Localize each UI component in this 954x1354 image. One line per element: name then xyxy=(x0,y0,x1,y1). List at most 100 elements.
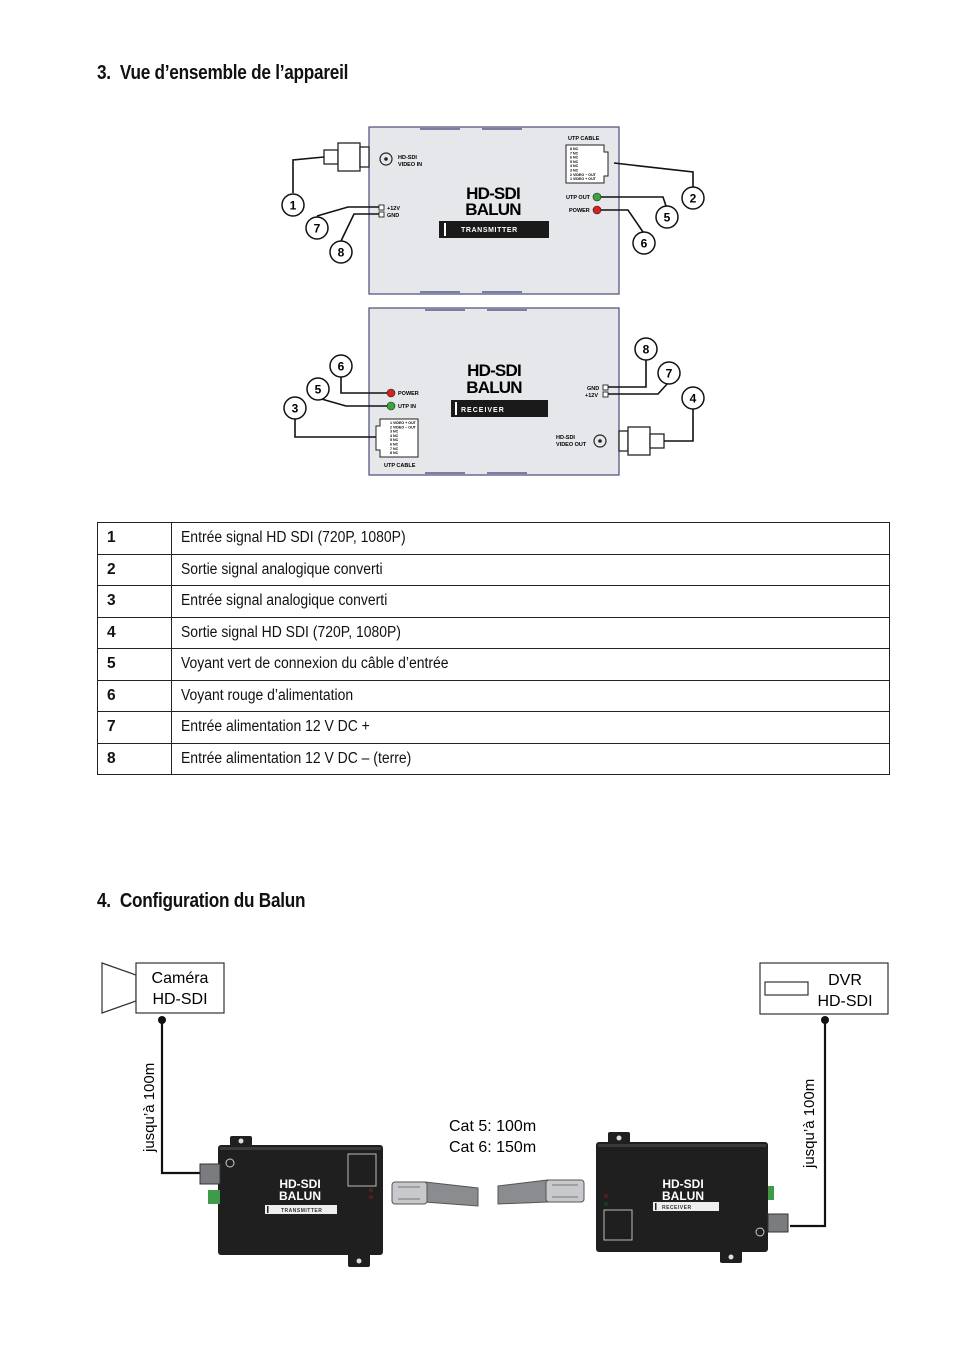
table-row: 1 Entrée signal HD SDI (720P, 1080P) xyxy=(97,522,890,555)
tx-video-in-label-1: HD-SDI xyxy=(398,155,417,161)
section-4-title: Configuration du Balun xyxy=(119,890,306,912)
tx-pin-7: 2 VIDEO − OUT xyxy=(570,173,597,177)
legend-description: Entrée signal HD SDI (720P, 1080P) xyxy=(171,522,890,555)
legend-description-text: Entrée alimentation 12 V DC – (terre) xyxy=(181,749,412,767)
callout-6-rx-label: 6 xyxy=(338,360,345,374)
callout-7-tx-label: 7 xyxy=(314,222,321,236)
tx-photo-band-label: TRANSMITTER xyxy=(281,1208,322,1214)
utp-cable-right xyxy=(497,1179,585,1205)
rx-video-out-label-2: VIDEO OUT xyxy=(556,442,587,448)
legend-description-text: Sortie signal analogique converti xyxy=(181,560,383,578)
table-row: 5 Voyant vert de connexion du câble d’en… xyxy=(97,648,890,681)
callout-5-tx: 5 xyxy=(655,205,679,229)
callout-8-tx: 8 xyxy=(329,240,353,264)
legend-description: Entrée alimentation 12 V DC + xyxy=(171,711,890,744)
receiver-device-photo xyxy=(596,1132,789,1263)
dvr-coax-cable xyxy=(790,1020,827,1228)
right-distance-label: jusqu’à 100m xyxy=(801,1079,818,1169)
legend-description: Entrée alimentation 12 V DC – (terre) xyxy=(171,742,890,775)
section-3-heading: 3. Vue d’ensemble de l’appareil xyxy=(97,62,348,85)
tx-photo-brand-line2: BALUN xyxy=(279,1189,321,1203)
callout-5-rx: 5 xyxy=(306,377,330,401)
callout-2: 2 xyxy=(681,186,705,210)
left-distance-label: jusqu’à 100m xyxy=(141,1063,158,1153)
rx-power-label: POWER xyxy=(398,391,419,397)
section-4-number: 4. xyxy=(97,890,111,912)
cat6-label: Cat 6: 150m xyxy=(449,1139,536,1156)
callout-1-label: 1 xyxy=(290,199,297,213)
video-in-port-icon xyxy=(379,152,393,166)
utp-cable-left xyxy=(391,1181,479,1207)
callout-8-tx-label: 8 xyxy=(338,246,345,260)
legend-description-text: Sortie signal HD SDI (720P, 1080P) xyxy=(181,623,401,641)
rx-pin-7: 7 NC xyxy=(390,447,399,451)
rx-plus12v-label: +12V xyxy=(585,393,598,399)
callout-3: 3 xyxy=(283,396,307,420)
tx-pin-8: 1 VIDEO + OUT xyxy=(570,177,597,181)
callout-5-tx-label: 5 xyxy=(664,211,671,225)
rx-brand-line1: HD-SDI xyxy=(467,361,521,380)
tx-utp-title: UTP CABLE xyxy=(568,136,600,142)
legend-description: Sortie signal analogique converti xyxy=(171,553,890,586)
dvr-label-line1: DVR xyxy=(828,972,862,989)
callout-5-rx-label: 5 xyxy=(315,383,322,397)
tx-pin-2: 7 NC xyxy=(570,151,579,155)
tx-pin-1: 8 NC xyxy=(570,147,579,151)
table-row: 4 Sortie signal HD SDI (720P, 1080P) xyxy=(97,616,890,649)
tx-power-label: POWER xyxy=(569,208,590,214)
tx-video-in-label-2: VIDEO IN xyxy=(398,162,422,168)
legend-description-text: Voyant vert de connexion du câble d’entr… xyxy=(181,655,449,673)
callout-4-label: 4 xyxy=(690,392,697,406)
tx-pin-5: 4 NC xyxy=(570,164,579,168)
section-4-heading: 4. Configuration du Balun xyxy=(97,890,306,913)
tx-pin-labels: 8 NC 7 NC 6 NC 5 NC 4 NC 3 NC 2 VIDEO − … xyxy=(570,147,597,181)
legend-description-text: Entrée alimentation 12 V DC + xyxy=(181,718,370,736)
legend-number: 4 xyxy=(97,616,172,649)
tx-rj45-port xyxy=(565,144,609,184)
receiver-unit: HD-SDI BALUN RECEIVER POWER UTP IN 1 VID… xyxy=(368,307,665,476)
tx-pin-4: 5 NC xyxy=(570,160,579,164)
tx-brand-line1: HD-SDI xyxy=(466,184,520,203)
table-row: 8 Entrée alimentation 12 V DC – (terre) xyxy=(97,742,890,775)
callout-6-tx-label: 6 xyxy=(641,237,648,251)
camera-label-line2: HD-SDI xyxy=(152,991,207,1008)
rx-photo-brand-line1: HD-SDI xyxy=(662,1177,703,1191)
rx-pin-2: 2 VIDEO − OUT xyxy=(390,425,417,429)
device-overview-diagram: HD-SDI VIDEO IN +12V GND HD-SDI BALUN TR… xyxy=(281,126,705,476)
legend-description: Voyant vert de connexion du câble d’entr… xyxy=(171,648,890,681)
rx-band-label: RECEIVER xyxy=(461,407,505,414)
rx-photo-band-label: RECEIVER xyxy=(662,1205,692,1211)
table-row: 3 Entrée signal analogique converti xyxy=(97,585,890,618)
rx-brand-line2: BALUN xyxy=(466,378,522,397)
callout-3-label: 3 xyxy=(292,402,299,416)
camera-coax-cable xyxy=(160,1017,200,1175)
bnc-output-connector xyxy=(618,426,665,456)
callout-7-tx: 7 xyxy=(305,216,329,240)
rx-video-out-label-1: HD-SDI xyxy=(556,435,575,441)
rx-pin-6: 6 NC xyxy=(390,443,399,447)
callout-4: 4 xyxy=(681,386,705,410)
rx-utp-in-label: UTP IN xyxy=(398,404,416,410)
rx-pin-labels: 1 VIDEO + OUT 2 VIDEO − OUT 3 NC 4 NC 5 … xyxy=(390,421,417,455)
tx-gnd-label: GND xyxy=(387,213,399,219)
section-3-number: 3. xyxy=(97,62,111,84)
rx-pin-4: 4 NC xyxy=(390,434,399,438)
callout-8-rx-label: 8 xyxy=(643,343,650,357)
rx-rj45-port xyxy=(375,418,419,458)
table-row: 7 Entrée alimentation 12 V DC + xyxy=(97,711,890,744)
transmitter-unit: HD-SDI VIDEO IN +12V GND HD-SDI BALUN TR… xyxy=(323,126,620,295)
callout-1: 1 xyxy=(281,193,305,217)
callout-2-label: 2 xyxy=(690,192,697,206)
tx-band-label: TRANSMITTER xyxy=(461,227,518,234)
tx-plus12v-label: +12V xyxy=(387,206,400,212)
legend-description-text: Entrée signal HD SDI (720P, 1080P) xyxy=(181,529,406,547)
callout-6-rx: 6 xyxy=(329,354,353,378)
rx-pin-5: 5 NC xyxy=(390,438,399,442)
cat5-label: Cat 5: 100m xyxy=(449,1118,536,1135)
video-out-port-icon xyxy=(593,434,607,448)
table-row: 2 Sortie signal analogique converti xyxy=(97,553,890,586)
dvr-icon xyxy=(759,962,889,1015)
rx-gnd-label: GND xyxy=(587,386,599,392)
legend-description-text: Voyant rouge d’alimentation xyxy=(181,686,354,704)
